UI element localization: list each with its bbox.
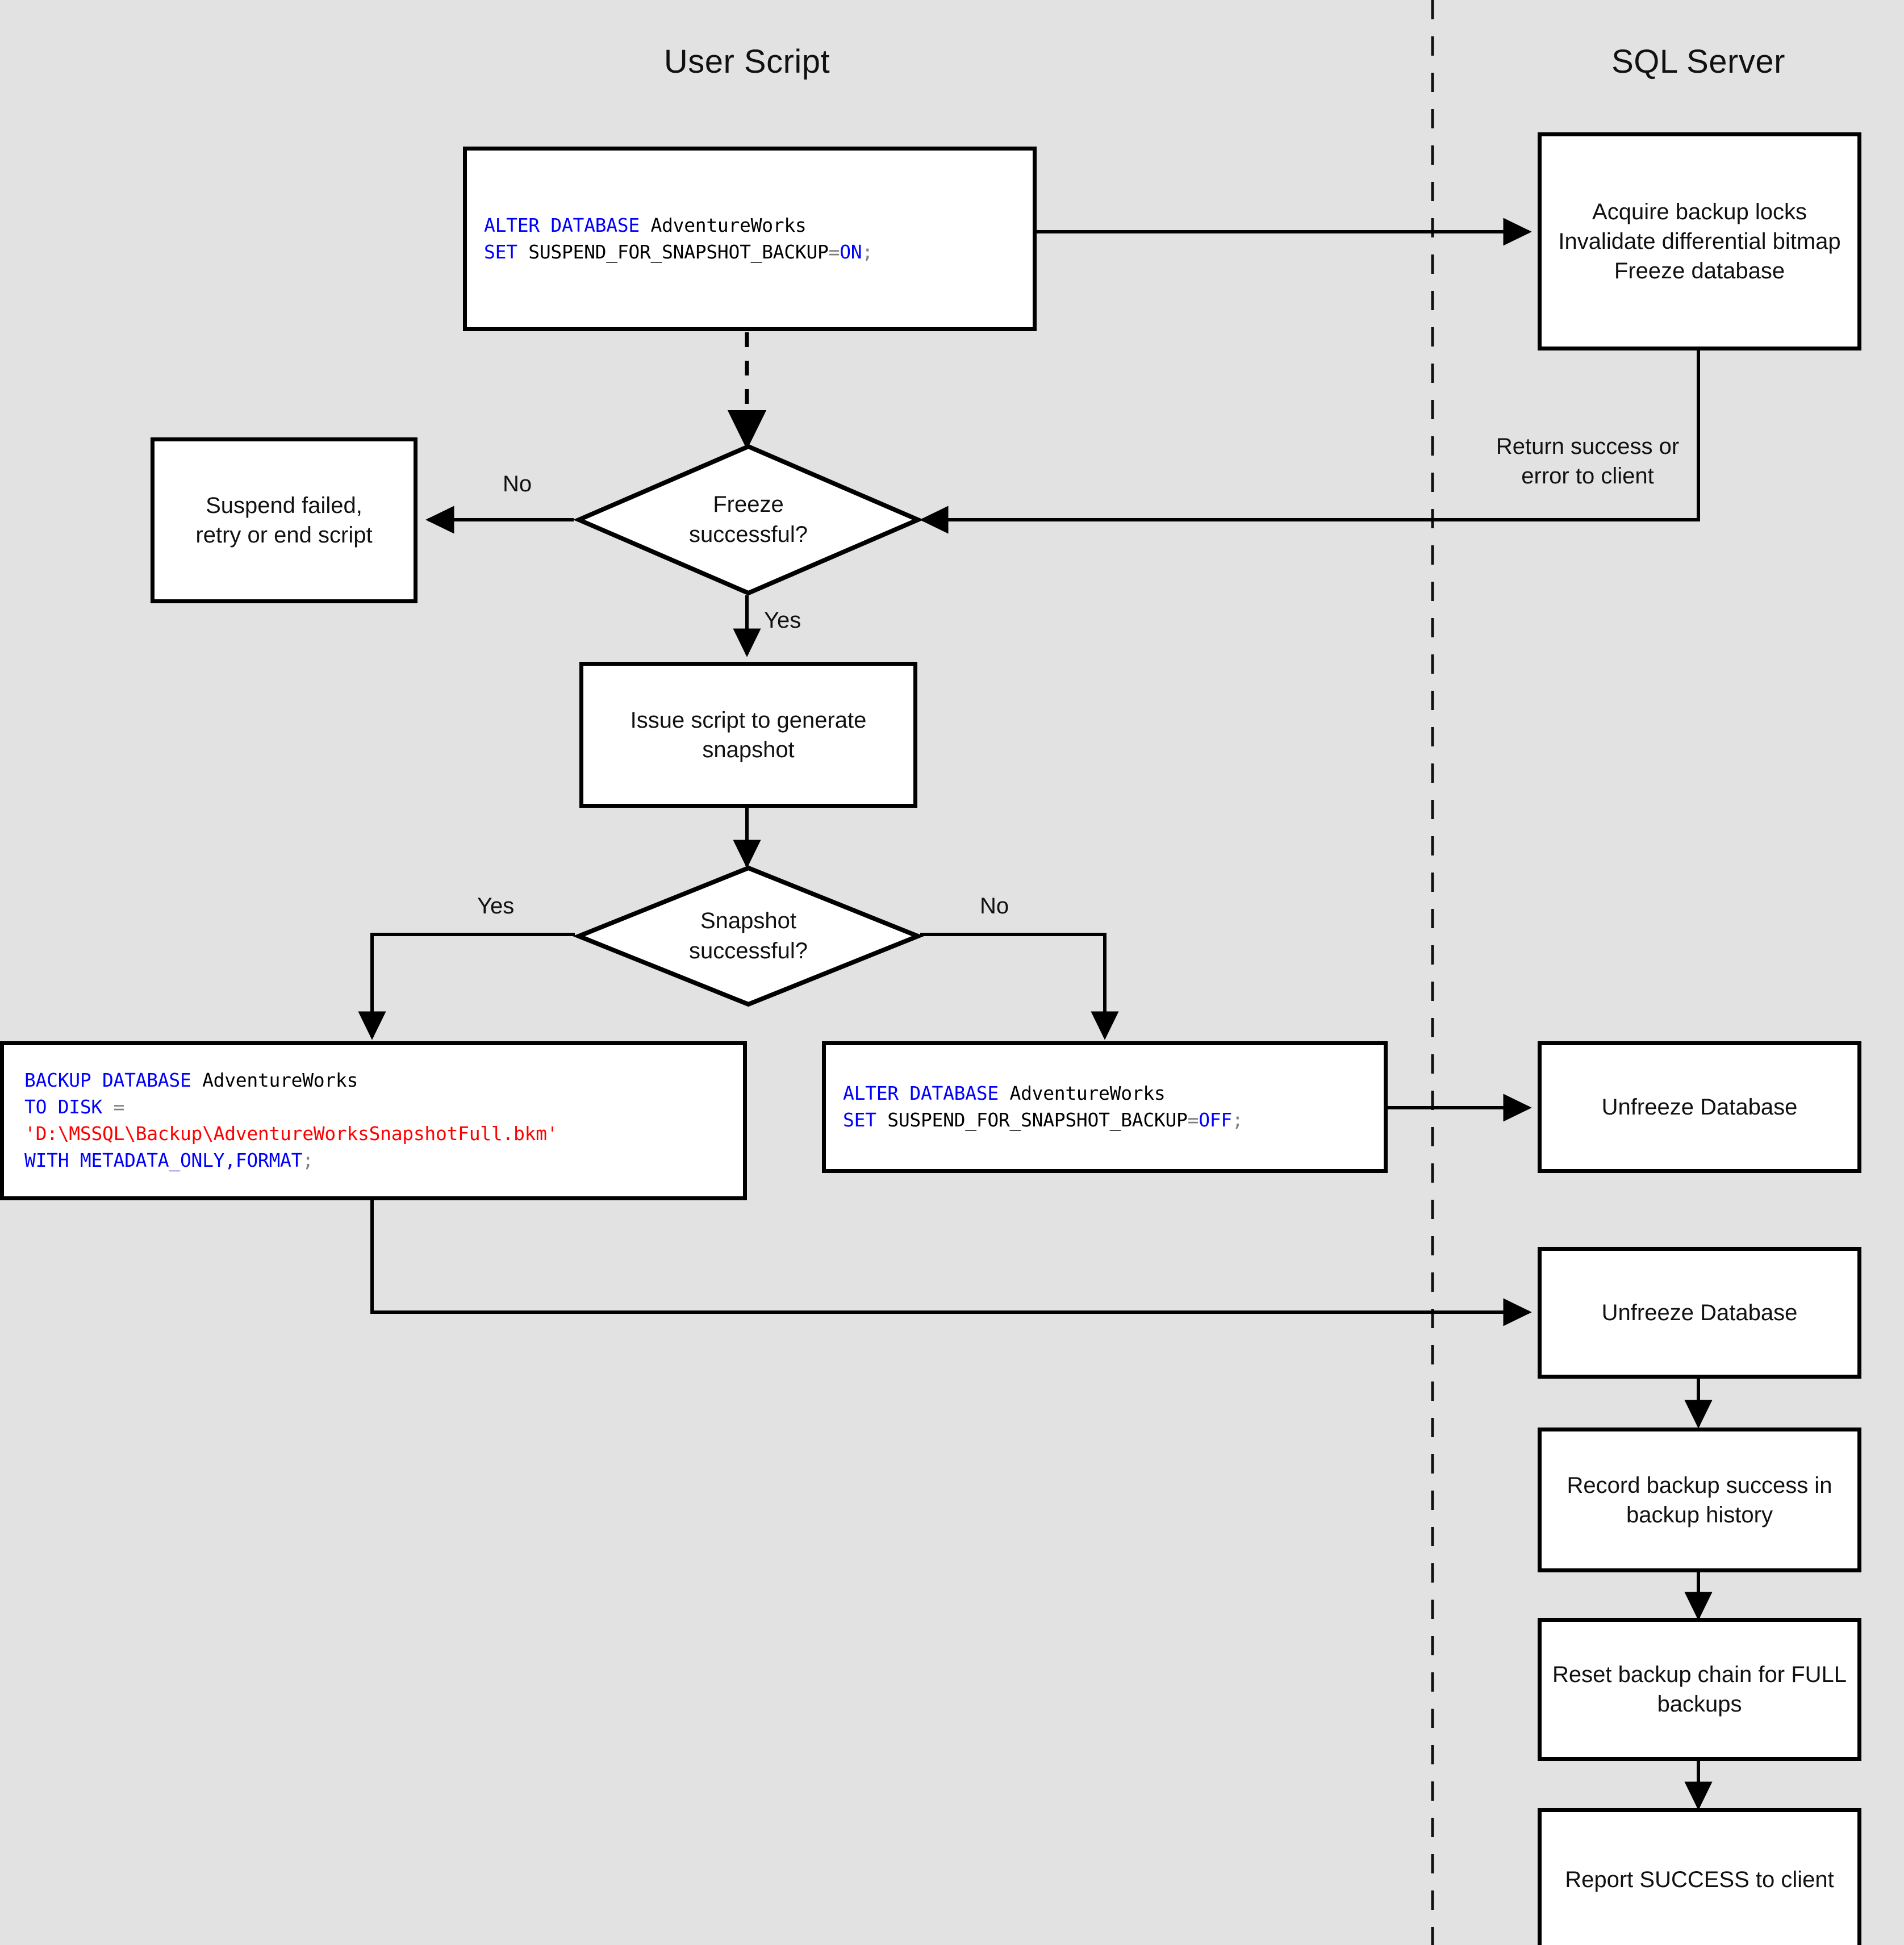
node-issue-script[interactable]: Issue script to generate snapshot: [579, 662, 917, 808]
edge-label-snapshot-yes: Yes: [477, 894, 515, 919]
node-suspend-failed-label: Suspend failed, retry or end script: [195, 493, 373, 548]
node-snapshot-successful-decision[interactable]: Snapshot successful?: [573, 865, 924, 1007]
node-acquire-backup-locks[interactable]: Acquire backup locks Invalidate differen…: [1538, 132, 1861, 350]
node-record-backup-success[interactable]: Record backup success in backup history: [1538, 1428, 1861, 1572]
edge-label-snapshot-no: No: [980, 894, 1009, 919]
node-unfreeze-database-2[interactable]: Unfreeze Database: [1538, 1247, 1861, 1379]
edge-label-freeze-no: No: [503, 471, 532, 496]
node-reset-backup-chain-label: Reset backup chain for FULL backups: [1552, 1662, 1847, 1717]
node-backup-database[interactable]: BACKUP DATABASE AdventureWorks TO DISK =…: [0, 1041, 747, 1200]
node-suspend-failed[interactable]: Suspend failed, retry or end script: [151, 437, 417, 603]
edge-backup-to-unfreeze2: [370, 1200, 1532, 1326]
node-alter-database-on-code: ALTER DATABASE AdventureWorks SET SUSPEN…: [484, 214, 873, 263]
edge-label-freeze-yes: Yes: [764, 608, 801, 633]
lane-title-user-script: User Script: [663, 43, 830, 80]
node-unfreeze-database-1[interactable]: Unfreeze Database: [1538, 1041, 1861, 1173]
node-reset-backup-chain[interactable]: Reset backup chain for FULL backups: [1538, 1618, 1861, 1761]
edge-snapshot-yes: [358, 933, 575, 1040]
lane-title-sql-server: SQL Server: [1611, 43, 1785, 80]
node-report-success[interactable]: Report SUCCESS to client: [1538, 1808, 1861, 1945]
node-freeze-successful-decision[interactable]: Freeze successful?: [573, 444, 924, 596]
node-alter-database-off[interactable]: ALTER DATABASE AdventureWorks SET SUSPEN…: [822, 1041, 1388, 1173]
node-freeze-successful-label: Freeze successful?: [689, 492, 808, 547]
node-backup-database-code: BACKUP DATABASE AdventureWorks TO DISK =…: [24, 1069, 558, 1171]
node-record-backup-success-label: Record backup success in backup history: [1567, 1472, 1832, 1527]
node-snapshot-successful-label: Snapshot successful?: [689, 908, 808, 963]
edge-label-return-status: Return success or error to client: [1496, 434, 1680, 489]
node-alter-database-on[interactable]: ALTER DATABASE AdventureWorks SET SUSPEN…: [463, 147, 1037, 331]
node-alter-database-off-code: ALTER DATABASE AdventureWorks SET SUSPEN…: [843, 1082, 1243, 1131]
node-issue-script-label: Issue script to generate snapshot: [630, 707, 867, 762]
node-acquire-backup-locks-label: Acquire backup locks Invalidate differen…: [1558, 199, 1841, 283]
node-unfreeze-database-2-label: Unfreeze Database: [1601, 1300, 1798, 1325]
node-report-success-label: Report SUCCESS to client: [1565, 1867, 1834, 1892]
edge-snapshot-no: [920, 933, 1119, 1040]
node-unfreeze-database-1-label: Unfreeze Database: [1601, 1095, 1798, 1120]
